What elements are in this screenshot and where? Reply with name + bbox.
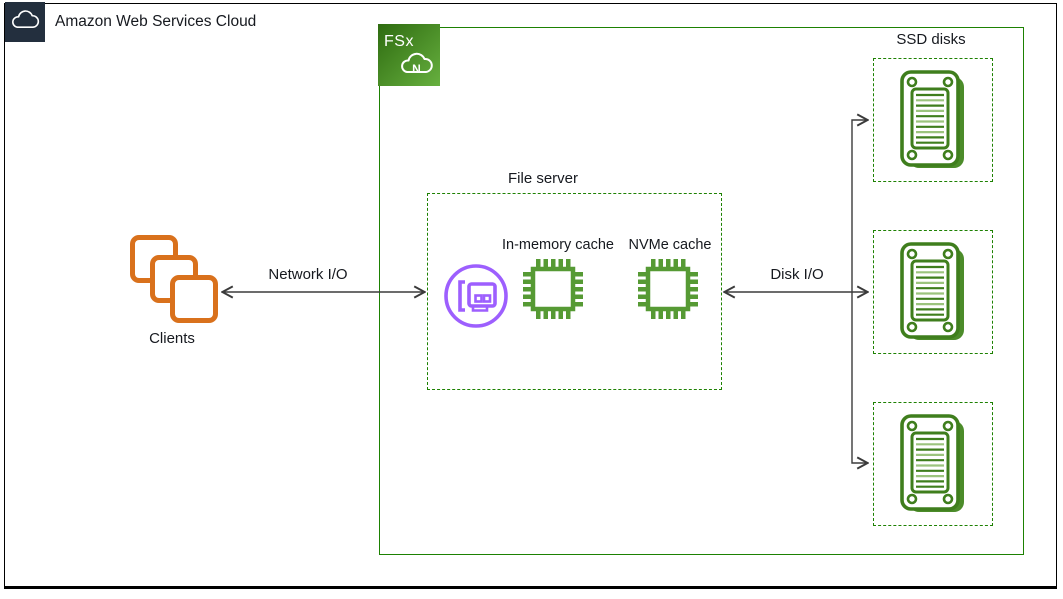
ssd-disk-box-3 (873, 402, 993, 526)
network-io-label: Network I/O (268, 266, 348, 283)
ssd-disk-icon-3 (900, 414, 964, 512)
ssd-disk-box-1 (873, 58, 993, 182)
clients-label: Clients (149, 330, 195, 347)
in-memory-cache-label: In-memory cache (501, 237, 615, 253)
fsx-netapp-ontap-icon: FSx N (378, 24, 440, 86)
file-server-label: File server (507, 170, 579, 187)
nvme-cache-chip-icon (638, 259, 698, 319)
clients-icon (130, 235, 218, 323)
fsx-icon-label: FSx (384, 33, 414, 50)
cloud-glyph (12, 10, 40, 29)
ssd-disk-icon-2 (900, 242, 964, 340)
aws-cloud-label: Amazon Web Services Cloud (55, 13, 257, 30)
aws-cloud-icon (5, 2, 45, 42)
svg-text:N: N (412, 62, 421, 76)
ssd-disks-label: SSD disks (896, 31, 966, 48)
disk-io-label: Disk I/O (770, 266, 824, 283)
ssd-disk-icon-1 (900, 70, 964, 168)
aws-cloud-group-border (4, 3, 1057, 589)
in-memory-cache-chip-icon (523, 259, 583, 319)
nvme-cache-label: NVMe cache (628, 237, 712, 253)
ssd-disk-box-2 (873, 230, 993, 354)
network-adapter-icon (444, 264, 508, 328)
file-server-group-border (427, 193, 722, 390)
fsx-cloud-n-glyph: N (401, 52, 433, 76)
